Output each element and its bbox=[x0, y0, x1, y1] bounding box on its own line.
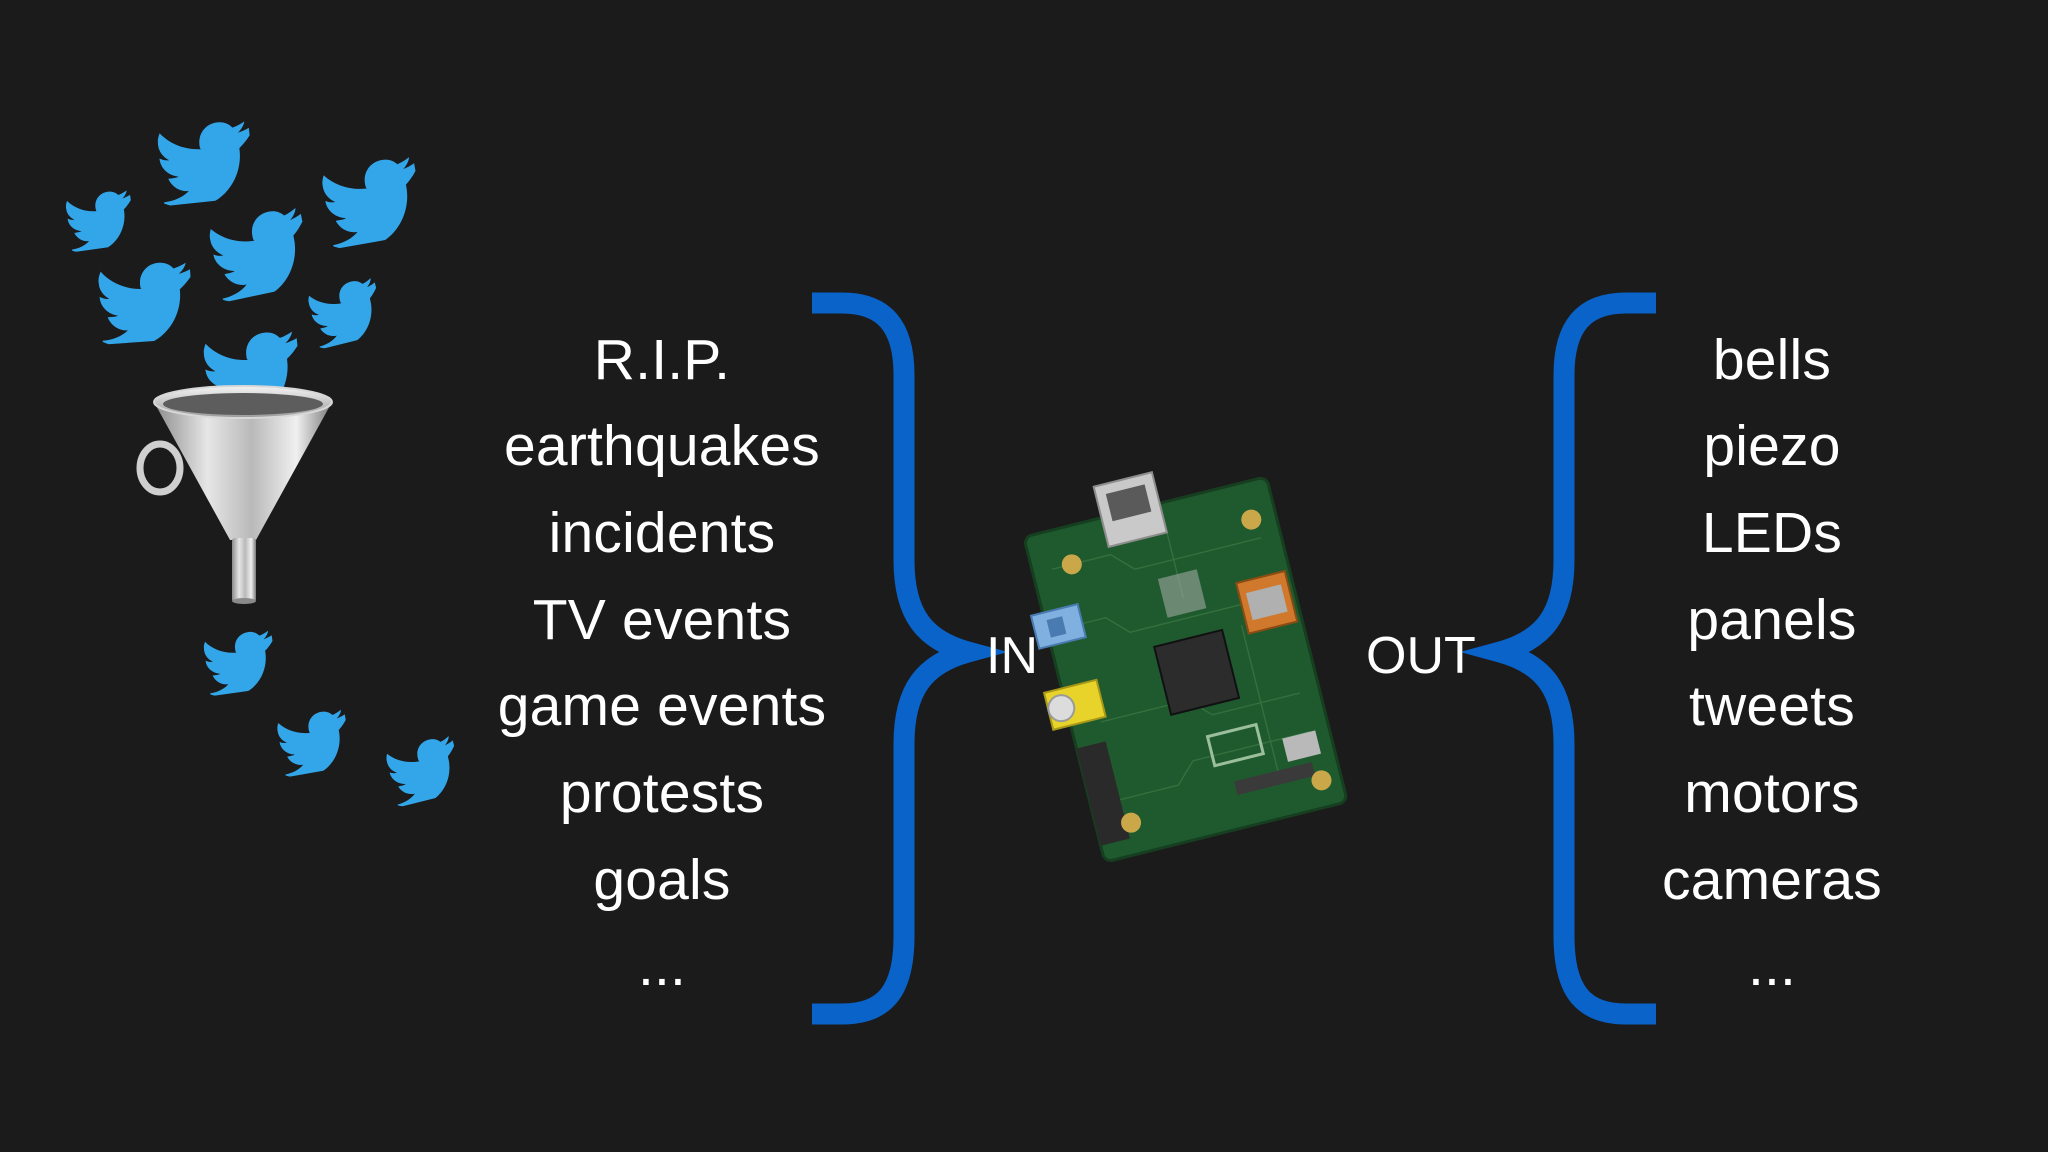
twitter-bird-icon bbox=[275, 706, 356, 778]
input-item: incidents bbox=[548, 501, 776, 565]
output-item: LEDs bbox=[1701, 501, 1843, 565]
twitter-bird-icon bbox=[207, 203, 320, 304]
input-item: protests bbox=[559, 761, 765, 825]
output-item: piezo bbox=[1703, 414, 1841, 478]
output-item: tweets bbox=[1689, 674, 1855, 738]
output-item: cameras bbox=[1662, 848, 1882, 912]
input-item: ... bbox=[637, 934, 687, 998]
output-item: ... bbox=[1747, 934, 1797, 998]
output-item: bells bbox=[1712, 328, 1832, 392]
twitter-bird-icon bbox=[64, 188, 139, 253]
twitter-bird-icon bbox=[156, 117, 260, 207]
input-item: goals bbox=[593, 848, 731, 912]
input-item: R.I.P. bbox=[593, 328, 731, 392]
twitter-bird-icon bbox=[97, 259, 198, 346]
output-item: motors bbox=[1684, 761, 1860, 825]
input-item: game events bbox=[497, 674, 827, 738]
output-item: panels bbox=[1687, 588, 1857, 652]
in-label: IN bbox=[986, 627, 1038, 685]
twitter-bird-icon bbox=[202, 327, 308, 419]
twitter-bird-icon bbox=[320, 152, 431, 250]
input-item: TV events bbox=[532, 588, 792, 652]
input-item: earthquakes bbox=[504, 414, 820, 478]
twitter-bird-icon bbox=[202, 627, 282, 696]
out-label: OUT bbox=[1366, 627, 1476, 685]
twitter-bird-icon bbox=[306, 274, 390, 350]
